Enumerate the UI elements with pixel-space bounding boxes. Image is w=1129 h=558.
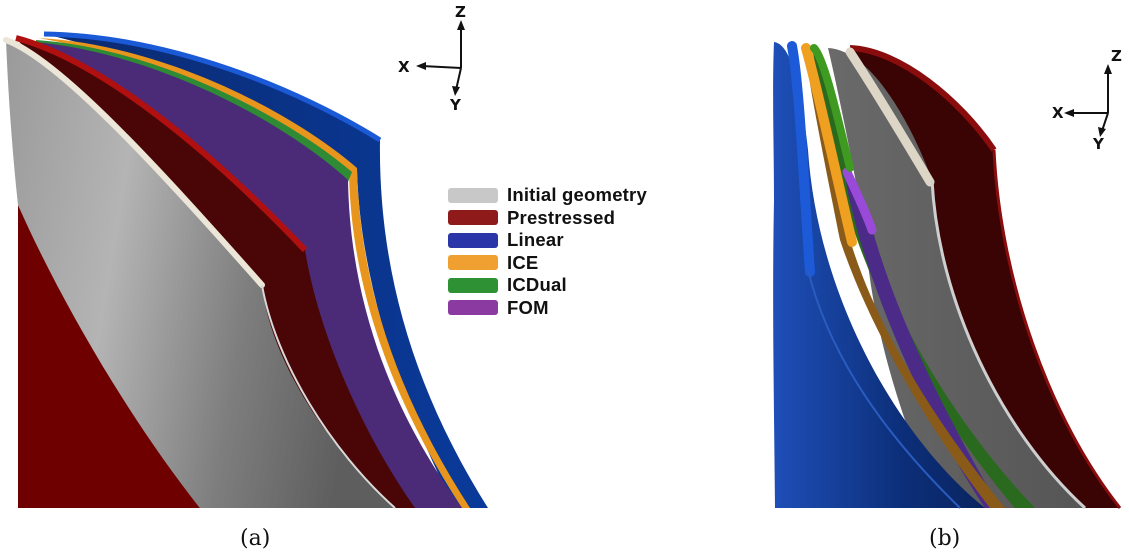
initial-geometry-surface-a bbox=[6, 40, 395, 508]
initial-geometry-surface-b bbox=[828, 48, 1085, 508]
legend-swatch-linear bbox=[448, 232, 498, 248]
blade-render-b: Z X Y bbox=[773, 41, 1122, 510]
x-axis-label-b: X bbox=[1052, 104, 1064, 122]
legend-label-linear: Linear bbox=[507, 229, 564, 251]
legend-swatch-initial bbox=[448, 187, 498, 203]
x-axis-label-a: X bbox=[398, 58, 410, 76]
y-axis-label-a: Y bbox=[449, 96, 462, 114]
legend: Initial geometry Prestressed Linear ICE … bbox=[448, 184, 647, 319]
linear-surface-b bbox=[773, 42, 985, 508]
axes-triad-a: Z X Y bbox=[398, 3, 466, 114]
legend-swatch-icdual bbox=[448, 277, 498, 293]
legend-swatch-prestressed bbox=[448, 210, 498, 226]
axes-triad-b: Z X Y bbox=[1052, 47, 1122, 153]
caption-a: (a) bbox=[240, 526, 271, 551]
legend-label-ice: ICE bbox=[507, 251, 539, 273]
legend-item-initial: Initial geometry bbox=[448, 184, 647, 207]
caption-b: (b) bbox=[929, 526, 961, 551]
legend-item-ice: ICE bbox=[448, 252, 647, 275]
legend-item-fom: FOM bbox=[448, 297, 647, 320]
legend-label-initial: Initial geometry bbox=[507, 184, 647, 206]
legend-label-fom: FOM bbox=[507, 296, 549, 318]
legend-swatch-fom bbox=[448, 300, 498, 316]
legend-item-prestressed: Prestressed bbox=[448, 207, 647, 230]
legend-label-prestressed: Prestressed bbox=[507, 206, 616, 228]
legend-label-icdual: ICDual bbox=[507, 274, 567, 296]
legend-item-linear: Linear bbox=[448, 229, 647, 252]
blade-render-a: Z X Y bbox=[3, 3, 488, 509]
linear-surface-a bbox=[44, 34, 488, 508]
y-axis-label-b: Y bbox=[1092, 135, 1105, 153]
z-axis-label-a: Z bbox=[455, 3, 466, 21]
z-axis-label-b: Z bbox=[1111, 47, 1122, 65]
prestressed-root-a bbox=[18, 205, 200, 508]
legend-swatch-ice bbox=[448, 255, 498, 271]
legend-item-icdual: ICDual bbox=[448, 274, 647, 297]
panel-a: Z X Y Initial geometry Prestressed Linea… bbox=[3, 3, 647, 551]
panel-b: Z X Y (b) bbox=[700, 0, 1129, 558]
